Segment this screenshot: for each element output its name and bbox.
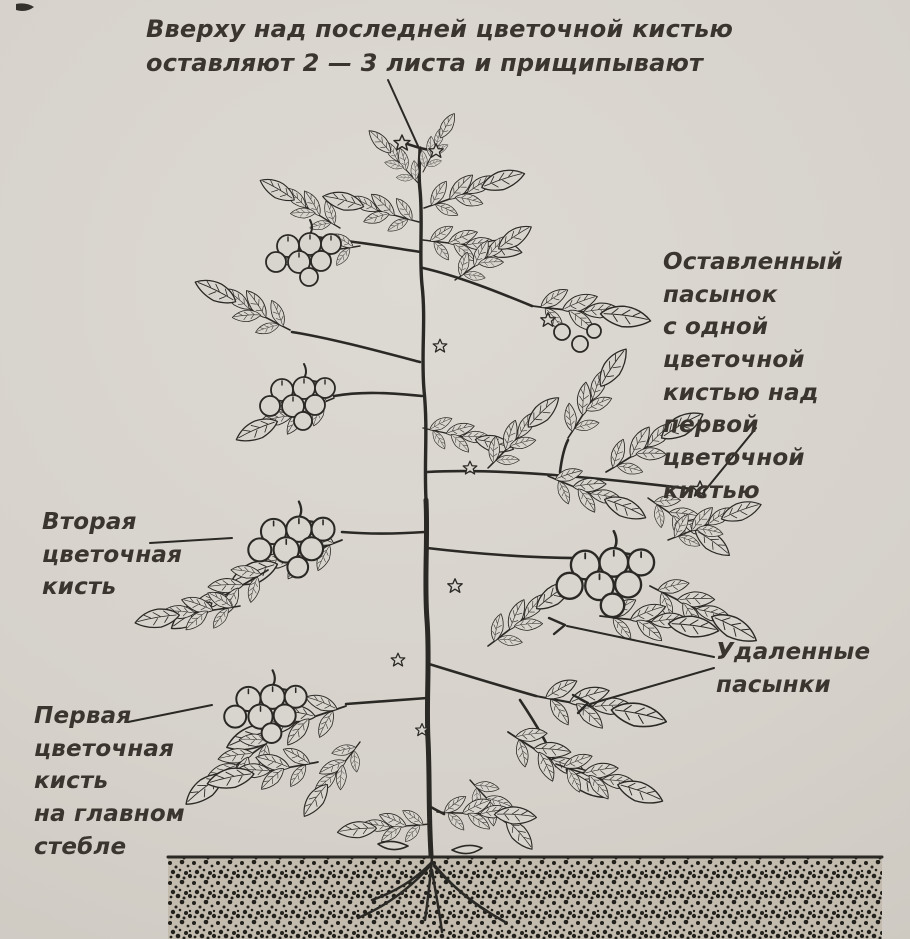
roots — [356, 856, 507, 934]
label-top-pinching-note: Вверху над последней цветочной кистью ос… — [146, 15, 734, 78]
tomato-clusters — [223, 219, 656, 745]
leader-top-note — [387, 79, 419, 147]
leader-removed-1 — [566, 625, 715, 658]
soil-band — [168, 856, 882, 939]
label-removed-side-shoots: Удаленные пасынки — [716, 639, 871, 698]
branches — [290, 141, 694, 816]
soil — [166, 855, 884, 939]
removed-shoot-stubs — [547, 616, 590, 715]
leader-second-cluster — [149, 537, 233, 544]
main-stem-lower — [423, 497, 435, 873]
plant-illustration — [131, 108, 769, 873]
leader-removed-2 — [589, 667, 715, 705]
leader-kept-shoot — [702, 427, 757, 494]
leader-lines — [127, 79, 757, 723]
cluster-top-left — [265, 219, 342, 287]
label-first-flower-cluster: Первая цветочная кисть на главном стебле — [34, 703, 185, 860]
leader-first-cluster — [127, 704, 213, 723]
side-shoot-cluster — [555, 529, 656, 619]
foliage — [131, 108, 769, 865]
main-stem-upper — [417, 146, 428, 502]
scan-mark — [16, 3, 34, 11]
label-second-flower-cluster: Вторая цветочная кисть — [42, 509, 183, 601]
small-tomatoes-right — [553, 323, 602, 353]
label-kept-side-shoot: Оставленный пасынок с одной цветочной ки… — [663, 249, 843, 504]
